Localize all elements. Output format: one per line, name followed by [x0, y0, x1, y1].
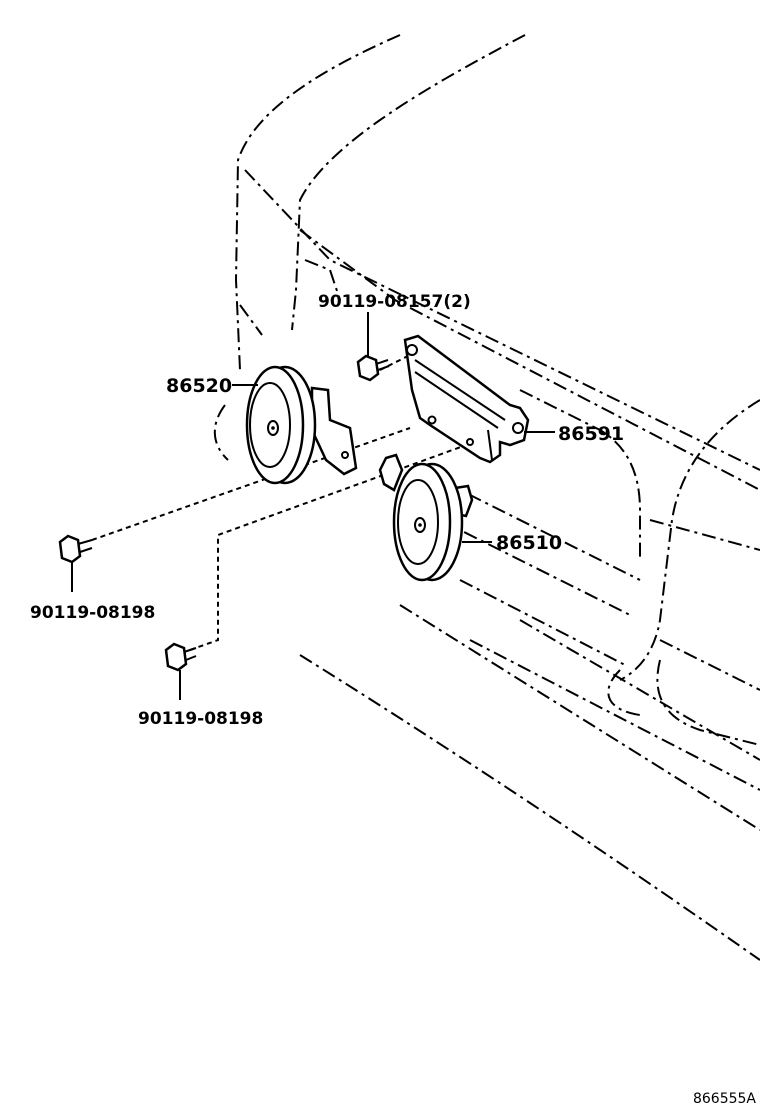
callout-leaders: [71, 312, 555, 700]
bolt-top: [356, 354, 390, 382]
callout-horn-right: 86510: [496, 532, 562, 554]
horn-high-tone: [378, 453, 474, 582]
callout-bolt-lower: 90119-08198: [138, 709, 263, 729]
diagram-reference: 866555A: [693, 1091, 756, 1107]
callout-bolt-left: 90119-08198: [30, 603, 155, 623]
bolt-lower: [164, 642, 197, 672]
callout-horn-left: 86520: [166, 375, 232, 397]
horn-bracket: [403, 334, 530, 464]
bolt-left: [58, 534, 93, 564]
vehicle-body-outline: [213, 34, 760, 961]
horn-low-tone: [245, 365, 358, 485]
callout-bracket: 86591: [558, 423, 624, 445]
bolt-leader-lines: [91, 354, 481, 651]
callout-bolt-top: 90119-08157(2): [318, 292, 471, 312]
